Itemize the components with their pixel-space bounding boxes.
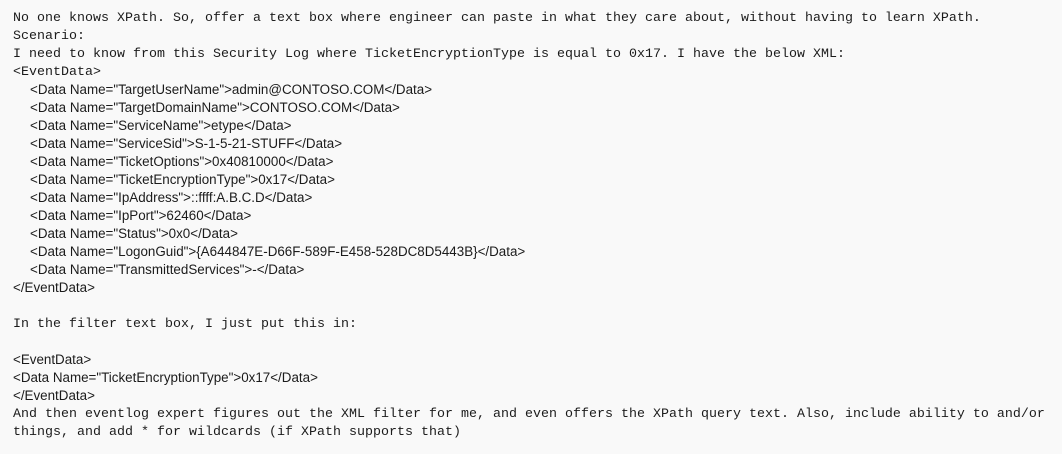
xml-row: <Data Name="LogonGuid">{A644847E-D66F-58… bbox=[30, 244, 526, 259]
filter-row: <Data Name="TicketEncryptionType">0x17</… bbox=[13, 370, 318, 385]
filter-open-tag: <EventData> bbox=[13, 352, 92, 367]
xml-row: <Data Name="TargetDomainName">CONTOSO.CO… bbox=[30, 100, 400, 115]
xml-close-tag: </EventData> bbox=[13, 280, 95, 295]
spacer bbox=[13, 297, 1062, 315]
xml-row: <Data Name="ServiceSid">S-1-5-21-STUFF</… bbox=[30, 136, 343, 151]
xml-row: <Data Name="TransmittedServices">-</Data… bbox=[30, 262, 305, 277]
xml-row: <Data Name="TargetUserName">admin@CONTOS… bbox=[30, 82, 433, 97]
xml-row: <Data Name="TicketEncryptionType">0x17</… bbox=[30, 172, 335, 187]
outro-line-2: things, and add * for wildcards (if XPat… bbox=[13, 424, 461, 439]
xml-row: <Data Name="TicketOptions">0x40810000</D… bbox=[30, 154, 334, 169]
xml-row: <Data Name="IpPort">62460</Data> bbox=[30, 208, 252, 223]
filter-intro: In the filter text box, I just put this … bbox=[13, 316, 357, 331]
intro-line-3: I need to know from this Security Log wh… bbox=[13, 46, 845, 61]
xml-row: <Data Name="IpAddress">::ffff:A.B.C.D</D… bbox=[30, 190, 313, 205]
xml-open-tag: <EventData> bbox=[13, 64, 101, 79]
xml-row: <Data Name="Status">0x0</Data> bbox=[30, 226, 238, 241]
intro-line-1: No one knows XPath. So, offer a text box… bbox=[13, 10, 981, 25]
xml-sample-block: <EventData> <Data Name="TargetUserName">… bbox=[13, 63, 1062, 297]
issue-body: No one knows XPath. So, offer a text box… bbox=[13, 9, 1062, 441]
spacer bbox=[13, 333, 1062, 351]
filter-close-tag: </EventData> bbox=[13, 388, 95, 403]
scenario-heading: Scenario: bbox=[13, 28, 85, 43]
xml-row: <Data Name="ServiceName">etype</Data> bbox=[30, 118, 292, 133]
outro-line-1: And then eventlog expert figures out the… bbox=[13, 406, 1045, 421]
filter-sample-block: <EventData> <Data Name="TicketEncryption… bbox=[13, 351, 1062, 405]
